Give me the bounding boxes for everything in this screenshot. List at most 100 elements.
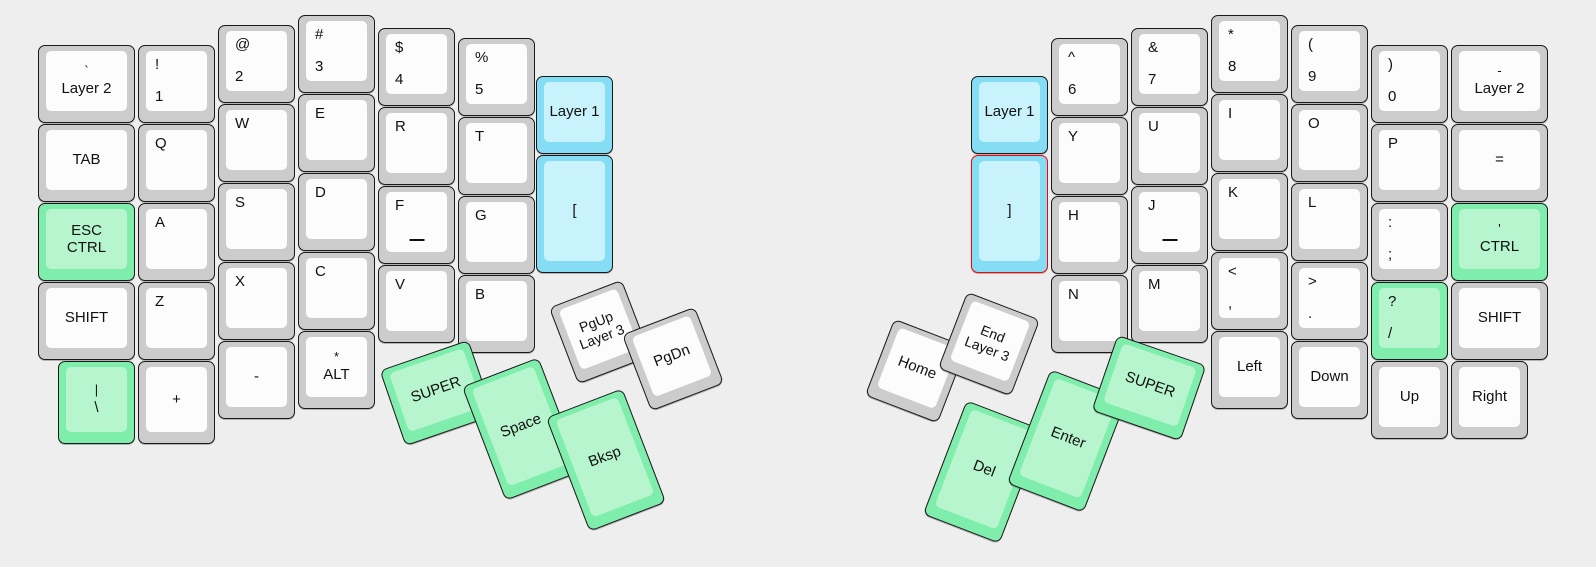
key-legend-main: End Layer 3 [962, 321, 1012, 365]
key-x[interactable]: X [218, 262, 295, 340]
key-e[interactable]: E [298, 94, 375, 172]
keycap: E [306, 100, 367, 160]
key-plus[interactable]: + [138, 361, 215, 444]
key-legend-main: PgUp Layer 3 [576, 307, 627, 353]
keycap: Left [1219, 337, 1280, 397]
key-legend-main: A [155, 214, 166, 231]
key-minus-layer2[interactable]: - Layer 2 [1451, 45, 1548, 123]
key-p[interactable]: P [1371, 124, 1448, 202]
key-layer1-left[interactable]: Layer 1 [536, 76, 613, 154]
key-y[interactable]: Y [1051, 117, 1128, 195]
key-legend-shifted: @ [235, 36, 251, 53]
keycap: K [1219, 179, 1280, 239]
key-gt-period[interactable]: > . [1291, 262, 1368, 340]
key-legend-main: L [1308, 194, 1317, 211]
key-v[interactable]: V [378, 265, 455, 343]
key-paren-9[interactable]: ( 9 [1291, 25, 1368, 103]
key-minus-left[interactable]: - [218, 341, 295, 419]
key-legend-main: O [1308, 115, 1320, 132]
keycap: S [226, 189, 287, 249]
key-legend-main: X [235, 273, 246, 290]
key-r[interactable]: R [378, 107, 455, 185]
key-bang-1[interactable]: ! 1 [138, 45, 215, 123]
key-up-arrow[interactable]: Up [1371, 361, 1448, 439]
key-n[interactable]: N [1051, 275, 1128, 353]
key-legend-main: K [1228, 184, 1239, 201]
key-g[interactable]: G [458, 196, 535, 274]
key-j[interactable]: J [1131, 186, 1208, 264]
key-legend-shifted: - [1497, 63, 1502, 79]
key-l[interactable]: L [1291, 183, 1368, 261]
key-o[interactable]: O [1291, 104, 1368, 182]
keycap: ] [979, 161, 1040, 261]
key-quote-ctrl[interactable]: ' CTRL [1451, 203, 1548, 281]
keycap: V [386, 271, 447, 331]
keycap: Down [1299, 347, 1360, 407]
key-lt-comma[interactable]: < , [1211, 252, 1288, 330]
key-pipe-backslash[interactable]: | \ [58, 361, 135, 444]
key-hash-3[interactable]: # 3 [298, 15, 375, 93]
key-right-arrow[interactable]: Right [1451, 361, 1528, 439]
key-q[interactable]: Q [138, 124, 215, 202]
key-legend-shifted: ( [1308, 36, 1313, 53]
keycap: + [146, 367, 207, 432]
key-caret-6[interactable]: ^ 6 [1051, 38, 1128, 116]
key-legend-main: Bksp [586, 443, 624, 471]
key-left-arrow[interactable]: Left [1211, 331, 1288, 409]
keycap: C [306, 258, 367, 318]
key-percent-5[interactable]: % 5 [458, 38, 535, 116]
key-star-8[interactable]: * 8 [1211, 15, 1288, 93]
key-down-arrow[interactable]: Down [1291, 341, 1368, 419]
key-legend-main: S [235, 194, 246, 211]
key-c[interactable]: C [298, 252, 375, 330]
keycap: - [226, 347, 287, 407]
keycap: SUPER [1103, 343, 1197, 428]
keycap: R [386, 113, 447, 173]
key-u[interactable]: U [1131, 107, 1208, 185]
key-legend-main: I [1228, 105, 1233, 122]
keycap: F [386, 192, 447, 252]
key-s[interactable]: S [218, 183, 295, 261]
key-star-alt[interactable]: * ALT [298, 331, 375, 409]
key-grave-layer2[interactable]: ` Layer 2 [38, 45, 135, 123]
key-amp-7[interactable]: & 7 [1131, 28, 1208, 106]
key-at-2[interactable]: @ 2 [218, 25, 295, 103]
key-f[interactable]: F [378, 186, 455, 264]
keycap: < , [1219, 258, 1280, 318]
key-i[interactable]: I [1211, 94, 1288, 172]
key-bksp[interactable]: Bksp [545, 388, 667, 532]
key-legend-main: . [1308, 304, 1313, 322]
key-legend-shifted: ! [155, 56, 160, 73]
key-legend-main: \ [94, 398, 99, 416]
key-legend-main: PgDn [651, 341, 693, 371]
key-d[interactable]: D [298, 173, 375, 251]
key-shift-right[interactable]: SHIFT [1451, 282, 1548, 360]
key-h[interactable]: H [1051, 196, 1128, 274]
key-paren-0[interactable]: ) 0 [1371, 45, 1448, 123]
key-legend-main: W [235, 115, 250, 132]
key-legend-main: Up [1399, 388, 1420, 406]
key-tab[interactable]: TAB [38, 124, 135, 202]
key-question-slash[interactable]: ? / [1371, 282, 1448, 360]
key-z[interactable]: Z [138, 282, 215, 360]
key-equals[interactable]: = [1451, 124, 1548, 202]
keycap: $ 4 [386, 34, 447, 94]
keycap: > . [1299, 268, 1360, 328]
key-a[interactable]: A [138, 203, 215, 281]
key-layer1-right[interactable]: Layer 1 [971, 76, 1048, 154]
key-colon-semicolon[interactable]: : ; [1371, 203, 1448, 281]
key-m[interactable]: M [1131, 265, 1208, 343]
key-w[interactable]: W [218, 104, 295, 182]
keycap: J [1139, 192, 1200, 252]
key-dollar-4[interactable]: $ 4 [378, 28, 455, 106]
key-legend-main: 0 [1388, 87, 1397, 105]
keycap: TAB [46, 130, 127, 190]
key-esc-ctrl[interactable]: ESC CTRL [38, 203, 135, 281]
key-k[interactable]: K [1211, 173, 1288, 251]
homing-bar-icon [1162, 239, 1177, 241]
key-shift-left[interactable]: SHIFT [38, 282, 135, 360]
key-bracket-right[interactable]: ] [971, 155, 1048, 273]
key-t[interactable]: T [458, 117, 535, 195]
key-b[interactable]: B [458, 275, 535, 353]
key-bracket-left[interactable]: [ [536, 155, 613, 273]
